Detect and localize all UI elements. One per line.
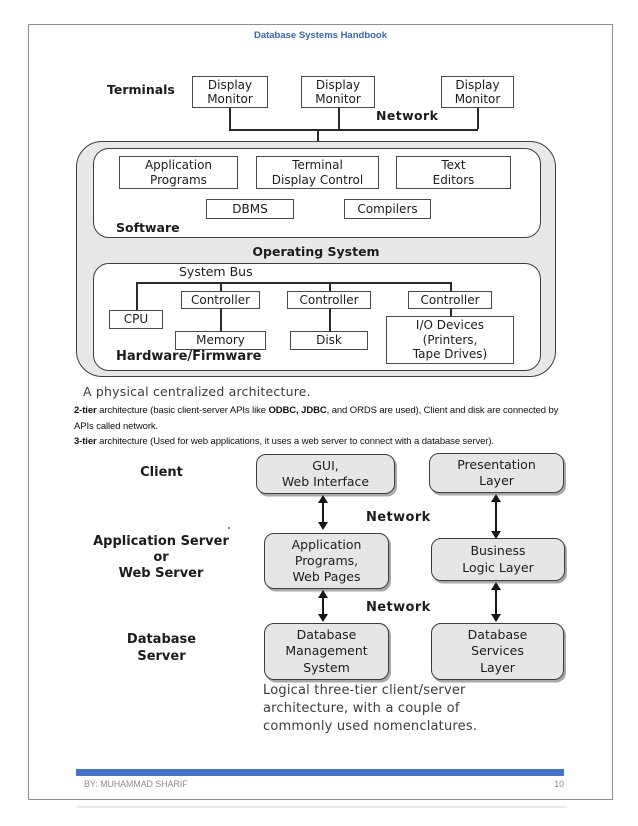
footer-page-number: 10 [554, 779, 564, 789]
display-monitor-box: Display Monitor [441, 76, 514, 108]
network-label: Network [366, 510, 431, 525]
presentation-layer-box: Presentation Layer [429, 453, 564, 493]
gui-web-interface-box: GUI, Web Interface [256, 454, 395, 494]
cpu-box: CPU [109, 310, 163, 329]
arrowhead-down-icon [491, 614, 501, 622]
connector-line [136, 282, 138, 310]
two-tier-paragraph: 2-tier architecture (basic client-server… [74, 403, 576, 434]
hardware-firmware-label: Hardware/Firmware [116, 349, 262, 364]
controller-box: Controller [287, 291, 371, 309]
system-bus-line [136, 282, 450, 284]
disk-box: Disk [290, 331, 368, 350]
network-label: Network [376, 108, 439, 123]
client-tier-label: Client [140, 465, 183, 480]
paragraph-text: architecture (basic client-server APIs l… [96, 405, 269, 416]
page-title: Database Systems Handbook [253, 30, 388, 41]
connector-line [477, 108, 479, 129]
paragraph-text: , and ORDS are used), Client and disk ar… [74, 405, 559, 432]
controller-box: Controller [408, 291, 492, 309]
arrowhead-up-icon [491, 582, 501, 590]
database-server-tier-label: Database Server [126, 632, 197, 664]
footer-author: BY: MUHAMMAD SHARIF [84, 779, 188, 789]
terminals-label: Terminals [107, 82, 175, 97]
network-line [229, 129, 478, 131]
tier-description-text: 2-tier architecture (basic client-server… [74, 403, 576, 450]
application-programs-web-pages-box: Application Programs, Web Pages [264, 533, 389, 589]
arrowhead-up-icon [491, 494, 501, 502]
logical-architecture-caption: Logical three-tier client/server archite… [263, 683, 478, 734]
compilers-box: Compilers [344, 199, 431, 219]
term-3tier: 3-tier [74, 436, 97, 448]
arrowhead-down-icon [318, 522, 328, 530]
connector-line [220, 309, 222, 331]
arrowhead-up-icon [318, 590, 328, 598]
application-programs-box: Application Programs [119, 156, 238, 189]
network-arrow [490, 494, 502, 539]
term-2tier: 2-tier [74, 405, 97, 416]
stray-mark [228, 527, 230, 529]
arrow-shaft [322, 501, 324, 524]
connector-line [329, 309, 331, 331]
network-arrow [317, 495, 329, 530]
term-odbc-jdbc: ODBC, JDBC [268, 405, 327, 416]
text-editors-box: Text Editors [396, 156, 511, 189]
page-shadow [77, 806, 567, 808]
memory-box: Memory [175, 331, 266, 350]
operating-system-label: Operating System [252, 244, 380, 259]
software-label: Software [116, 220, 180, 235]
arrowhead-up-icon [318, 495, 328, 503]
document-page: Database Systems Handbook Terminals Disp… [28, 24, 613, 800]
connector-line [338, 108, 340, 129]
network-arrow [317, 590, 329, 622]
physical-architecture-caption: A physical centralized architecture. [83, 384, 311, 399]
database-services-layer-box: Database Services Layer [431, 623, 564, 680]
connector-line [329, 282, 331, 291]
paragraph-text: architecture (Used for web applications,… [96, 436, 494, 448]
connector-line [450, 309, 452, 316]
three-tier-paragraph: 3-tier architecture (Used for web applic… [74, 434, 576, 450]
arrowhead-down-icon [491, 531, 501, 539]
dbms-box: DBMS [206, 199, 294, 219]
terminal-display-control-box: Terminal Display Control [256, 156, 379, 189]
footer-accent-bar [76, 769, 564, 776]
connector-line [450, 282, 452, 291]
arrow-shaft [322, 596, 324, 616]
connector-line [220, 282, 222, 291]
business-logic-layer-box: Business Logic Layer [431, 538, 565, 581]
database-management-system-box: Database Management System [264, 623, 389, 680]
arrowhead-down-icon [318, 614, 328, 622]
network-label: Network [366, 600, 431, 615]
system-bus-label: System Bus [179, 264, 253, 279]
arrow-shaft [495, 588, 497, 616]
arrow-shaft [495, 500, 497, 533]
application-server-tier-label: Application Server or Web Server [93, 534, 229, 581]
connector-line [229, 108, 231, 129]
display-monitor-box: Display Monitor [301, 76, 375, 108]
io-devices-box: I/O Devices (Printers, Tape Drives) [386, 316, 514, 364]
controller-box: Controller [181, 291, 260, 309]
network-arrow [490, 582, 502, 622]
display-monitor-box: Display Monitor [192, 76, 268, 108]
